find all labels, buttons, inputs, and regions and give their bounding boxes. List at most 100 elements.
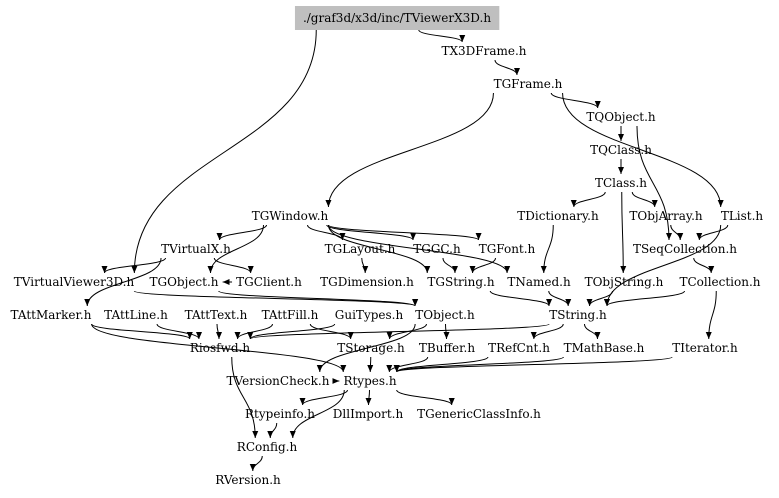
graph-node-tdictionary: TDictionary.h xyxy=(517,209,599,223)
edge-tvirtualx-to-tattmarker xyxy=(84,257,162,307)
node-label: TGString.h xyxy=(427,275,494,289)
edge-tgwindow-to-tggc xyxy=(326,224,417,241)
node-label: TGObject.h xyxy=(149,275,218,289)
graph-node-tnamed: TNamed.h xyxy=(507,275,571,289)
graph-node-tgstring: TGString.h xyxy=(427,275,494,289)
graph-node-tgframe: TGFrame.h xyxy=(494,77,563,91)
edge-tgstring-to-tstring xyxy=(489,290,553,307)
node-label: GuiTypes.h xyxy=(335,308,404,322)
node-label: TObjString.h xyxy=(585,275,664,289)
edge-tgwindow-to-tgobject xyxy=(207,224,264,274)
edge-tglayout-to-tgdimension xyxy=(361,257,369,274)
graph-node-tattline: TAttLine.h xyxy=(104,308,168,322)
edge-tclass-to-tobjstring xyxy=(620,191,627,274)
edge-tattmarker-to-rtypes xyxy=(91,323,347,373)
edge-layer xyxy=(84,29,729,472)
edge-tgframe-to-tqobject xyxy=(550,92,601,109)
graph-node-rtypes: Rtypes.h xyxy=(343,374,396,388)
graph-node-tx3dframe: TX3DFrame.h xyxy=(441,44,526,58)
graph-node-tgdimension: TGDimension.h xyxy=(320,275,414,289)
node-label: TGenericClassInfo.h xyxy=(417,407,541,421)
node-label: TBuffer.h xyxy=(419,341,475,355)
node-label: TRefCnt.h xyxy=(488,341,550,355)
edge-tattfill-to-tstorage xyxy=(309,323,354,340)
edge-tgwindow-to-tnamed xyxy=(327,224,511,274)
graph-node-root: ./graf3d/x3d/inc/TViewerX3D.h xyxy=(294,6,500,30)
graph-node-tgenericclassinfo: TGenericClassInfo.h xyxy=(417,407,541,421)
node-label: TVirtualX.h xyxy=(161,242,231,256)
graph-node-tqclass: TQClass.h xyxy=(590,143,652,157)
edge-rtypes-to-tgenericclassinfo xyxy=(396,389,455,406)
graph-node-tvirtualx: TVirtualX.h xyxy=(161,242,231,256)
edge-tmathbase-to-rtypes xyxy=(393,356,564,373)
node-label: TClass.h xyxy=(595,176,647,190)
graph-node-tbuffer: TBuffer.h xyxy=(419,341,475,355)
node-label: TGFrame.h xyxy=(494,77,563,91)
graph-node-tstorage: TStorage.h xyxy=(337,341,405,355)
graph-node-tatttext: TAttText.h xyxy=(185,308,248,322)
edge-rtypes-to-rconfig xyxy=(289,389,345,439)
node-label: TIterator.h xyxy=(672,341,738,355)
graph-node-titerator: TIterator.h xyxy=(672,341,738,355)
edge-tseqcollection-to-tcollection xyxy=(693,257,715,274)
node-label: TQClass.h xyxy=(590,143,652,157)
edge-tattfill-to-riosfwd xyxy=(234,323,273,340)
node-label: TObject.h xyxy=(415,308,475,322)
graph-node-dllimport: DllImport.h xyxy=(333,407,404,421)
node-label: TList.h xyxy=(721,209,764,223)
graph-node-tstring: TString.h xyxy=(549,308,607,322)
root-node-box xyxy=(294,6,500,30)
edge-tbuffer-to-rtypes xyxy=(386,356,429,373)
edge-tgfont-to-tgstring xyxy=(469,257,496,274)
edge-titerator-to-rtypes xyxy=(393,356,673,373)
edge-tcollection-to-titerator xyxy=(705,290,717,340)
node-label: TNamed.h xyxy=(507,275,571,289)
graph-node-tlist: TList.h xyxy=(721,209,764,223)
edge-tattline-to-riosfwd xyxy=(156,323,202,340)
edge-tgobject-to-tobject xyxy=(218,290,418,307)
node-label: Riosfwd.h xyxy=(190,341,250,355)
edge-tggc-to-tgstring xyxy=(442,257,458,274)
graph-node-tgwindow: TGWindow.h xyxy=(252,209,329,223)
node-label: TSeqCollection.h xyxy=(633,242,737,256)
node-label: TGFont.h xyxy=(479,242,536,256)
node-label: TCollection.h xyxy=(679,275,760,289)
edge-tgwindow-to-tgstring xyxy=(327,224,431,274)
edge-tgframe-to-tgwindow xyxy=(325,92,494,208)
graph-node-riosfwd: Riosfwd.h xyxy=(190,341,250,355)
node-label: TVirtualViewer3D.h xyxy=(14,275,135,289)
edge-tattmarker-to-riosfwd xyxy=(91,323,193,340)
graph-node-rconfig: RConfig.h xyxy=(237,440,298,454)
graph-node-rtypeinfo: Rtypeinfo.h xyxy=(245,407,315,421)
node-label: Rtypes.h xyxy=(343,374,396,388)
edge-rtypeinfo-to-rconfig xyxy=(267,422,278,439)
graph-node-tobjstring: TObjString.h xyxy=(585,275,664,289)
node-label: TMathBase.h xyxy=(564,341,645,355)
edge-tnamed-to-tstring xyxy=(548,290,572,307)
node-label: Rtypeinfo.h xyxy=(245,407,315,421)
graph-node-tglayout: TGLayout.h xyxy=(325,242,396,256)
edge-riosfwd-to-rconfig xyxy=(231,356,259,439)
node-label: RVersion.h xyxy=(215,473,281,487)
node-label: TQObject.h xyxy=(586,110,656,124)
graph-node-tobject: TObject.h xyxy=(415,308,475,322)
edge-tobject-to-tbuffer xyxy=(443,323,450,340)
edge-tcollection-to-tstring xyxy=(603,290,685,307)
node-label: TString.h xyxy=(549,308,607,322)
graph-node-tobjarray: TObjArray.h xyxy=(629,209,703,223)
graph-node-tattfill: TAttFill.h xyxy=(262,308,319,322)
node-label: TGWindow.h xyxy=(252,209,329,223)
edge-tgframe-to-tlist xyxy=(562,92,724,208)
edge-tdictionary-to-tnamed xyxy=(540,224,554,274)
node-label: TGLayout.h xyxy=(325,242,396,256)
graph-node-tgobject: TGObject.h xyxy=(149,275,218,289)
edge-tgwindow-to-tvirtualx xyxy=(216,224,267,241)
edge-rtypes-to-rtypeinfo xyxy=(299,389,348,406)
edge-tobjarray-to-tseqcollection xyxy=(670,224,684,241)
node-label: ./graf3d/x3d/inc/TViewerX3D.h xyxy=(303,11,491,25)
node-label: TGDimension.h xyxy=(320,275,414,289)
edge-tobjstring-to-tstring xyxy=(586,290,613,307)
node-label: TStorage.h xyxy=(337,341,405,355)
edge-tvirtualx-to-tgclient xyxy=(213,257,254,274)
